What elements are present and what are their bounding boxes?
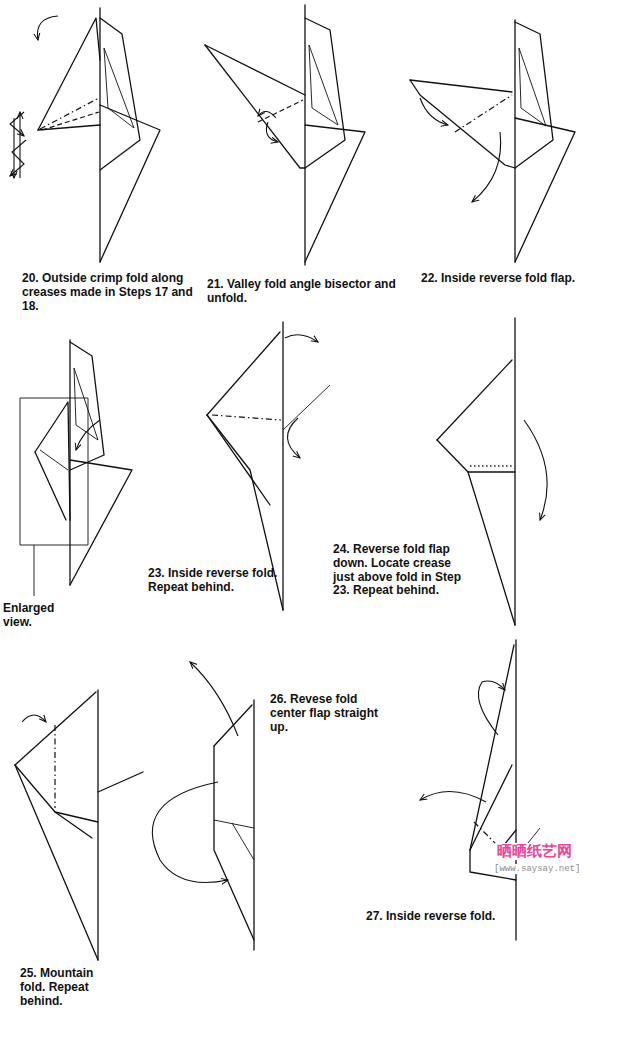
step-caption: 27. Inside reverse fold. xyxy=(366,910,496,924)
step-caption: 20. Outside crimp fold along creases mad… xyxy=(22,272,194,313)
watermark: 晒晒纸艺网 xyxy=(495,843,574,860)
step-27-figure xyxy=(420,640,540,940)
step-caption: 25. Mountain fold. Repeat behind. xyxy=(20,967,110,1008)
step-caption: 23. Inside reverse fold. Repeat behind. xyxy=(148,567,280,595)
step-caption: 21. Valley fold angle bisector and unfol… xyxy=(207,278,419,306)
step-22-figure xyxy=(410,20,575,262)
step-26-figure xyxy=(152,662,254,950)
step-21-figure xyxy=(205,5,365,265)
watermark-url: [www.saysay.net] xyxy=(492,864,582,874)
enlarged-figure xyxy=(20,340,132,596)
step-caption: 26. Revese fold center flap straight up. xyxy=(270,693,385,734)
callout-label: Enlarged view. xyxy=(3,602,73,630)
step-caption: 22. Inside reverse fold flap. xyxy=(421,272,616,286)
step-caption: 24. Reverse fold flap down. Locate creas… xyxy=(333,543,473,598)
step-25-figure xyxy=(15,690,143,960)
step-20-figure xyxy=(10,8,160,262)
